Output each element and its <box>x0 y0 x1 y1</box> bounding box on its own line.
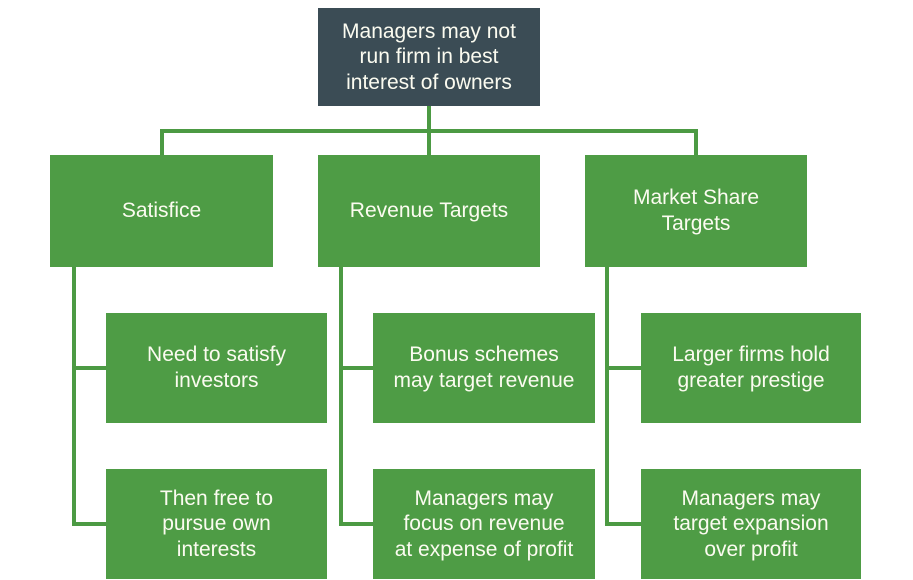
node-larger-firms-prestige: Larger firms hold greater prestige <box>641 313 861 423</box>
node-focus-revenue-expense-profit: Managers may focus on revenue at expense… <box>373 469 595 579</box>
connector-satisfice-stub-2 <box>72 522 106 526</box>
connector-market-stub-2 <box>605 522 641 526</box>
node-then-free-own-interests: Then free to pursue own interests <box>106 469 327 579</box>
node-bonus-schemes: Bonus schemes may target revenue <box>373 313 595 423</box>
node-revenue-targets: Revenue Targets <box>318 155 540 267</box>
node-root-managers: Managers may not run firm in best intere… <box>318 8 540 106</box>
node-need-to-satisfy-investors: Need to satisfy investors <box>106 313 327 423</box>
node-target-expansion-over-profit: Managers may target expansion over profi… <box>641 469 861 579</box>
connector-revenue-stub-2 <box>339 522 373 526</box>
connector-root-vertical <box>427 106 431 133</box>
connector-drop-satisfice <box>160 129 164 155</box>
connector-drop-revenue <box>427 129 431 155</box>
node-market-share-targets: Market Share Targets <box>585 155 807 267</box>
connector-market-stub-1 <box>605 366 641 370</box>
node-satisfice: Satisfice <box>50 155 273 267</box>
connector-drop-market-share <box>694 129 698 155</box>
connector-revenue-column <box>339 267 343 526</box>
connector-satisfice-stub-1 <box>72 366 106 370</box>
connector-revenue-stub-1 <box>339 366 373 370</box>
connector-market-column <box>605 267 609 526</box>
connector-satisfice-column <box>72 267 76 526</box>
